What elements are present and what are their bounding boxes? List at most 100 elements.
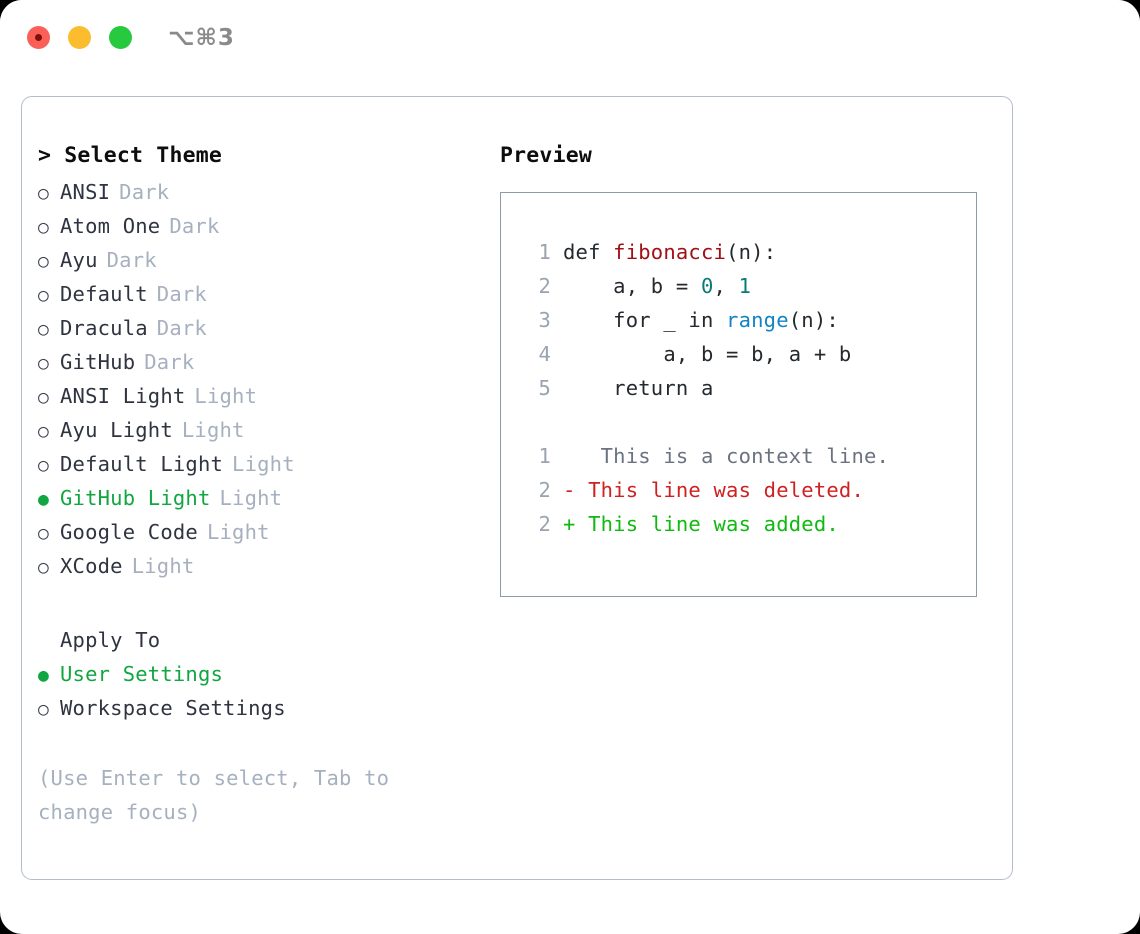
diff-sample: 1 This is a context line.2- This line wa… xyxy=(523,439,976,541)
code-token: a, b = xyxy=(563,274,701,298)
theme-option-9[interactable]: ● GitHub Light Light xyxy=(38,481,478,515)
theme-option-11[interactable]: ○ XCode Light xyxy=(38,549,478,583)
code-line: 5 return a xyxy=(523,371,976,405)
code-token: range xyxy=(726,308,789,332)
page-title: > Select Theme xyxy=(38,143,223,168)
code-token: 1 xyxy=(738,274,752,298)
option-label: User Settings xyxy=(60,662,224,686)
spacer xyxy=(38,583,478,623)
diff-marker: + xyxy=(563,512,576,536)
code-content: return a xyxy=(563,371,714,405)
code-content: a, b = b, a + b xyxy=(563,337,851,371)
apply-option-1[interactable]: ○ Workspace Settings xyxy=(38,691,478,725)
line-number: 1 xyxy=(538,240,551,264)
diff-marker: - xyxy=(563,478,576,502)
option-tag: Light xyxy=(194,384,258,408)
option-label: Ayu Light xyxy=(60,418,173,442)
radio-unselected-icon: ○ xyxy=(38,455,50,476)
theme-option-3[interactable]: ○ Default Dark xyxy=(38,277,478,311)
code-token: return a xyxy=(563,376,714,400)
option-tag: Dark xyxy=(156,316,207,340)
radio-unselected-icon: ○ xyxy=(38,699,50,720)
diff-text: This is a context line. xyxy=(575,444,890,468)
line-number: 2 xyxy=(538,478,551,502)
radio-selected-icon: ● xyxy=(38,489,50,510)
theme-option-8[interactable]: ○ Default Light Light xyxy=(38,447,478,481)
radio-unselected-icon: ○ xyxy=(38,183,50,204)
option-label: Default Light xyxy=(60,452,224,476)
apply-option-0[interactable]: ● User Settings xyxy=(38,657,478,691)
radio-unselected-icon: ○ xyxy=(38,285,50,306)
code-line: 2 a, b = 0, 1 xyxy=(523,269,976,303)
diff-line: 1 This is a context line. xyxy=(523,439,976,473)
option-tag: Dark xyxy=(119,180,170,204)
option-label: Default xyxy=(60,282,148,306)
option-tag: Dark xyxy=(144,350,195,374)
minimize-button-icon[interactable] xyxy=(68,26,91,49)
line-number: 3 xyxy=(538,308,551,332)
option-tag: Light xyxy=(206,520,270,544)
diff-marker xyxy=(563,439,576,473)
option-tag: Light xyxy=(232,452,295,476)
code-token: def xyxy=(563,240,614,264)
option-tag: Light xyxy=(131,554,195,578)
title-bar: ⌥⌘3 xyxy=(0,0,1140,78)
option-label: XCode xyxy=(60,554,123,578)
radio-unselected-icon: ○ xyxy=(38,523,50,544)
radio-unselected-icon: ○ xyxy=(38,557,50,578)
radio-unselected-icon: ○ xyxy=(38,251,50,272)
option-label: Workspace Settings xyxy=(60,696,286,720)
radio-unselected-icon: ○ xyxy=(38,319,50,340)
option-label: Google Code xyxy=(60,520,198,544)
option-label: GitHub xyxy=(60,350,136,374)
keyboard-hint: (Use Enter to select, Tab to change focu… xyxy=(38,766,402,824)
option-label: Dracula xyxy=(60,316,148,340)
diff-line: 2 + This line was added. xyxy=(523,507,976,541)
option-label: Atom One xyxy=(60,214,161,238)
spacer xyxy=(523,405,976,439)
line-number: 4 xyxy=(538,342,551,366)
code-token: fibonacci xyxy=(613,240,727,264)
option-label: Ayu xyxy=(60,248,98,272)
option-label: ANSI xyxy=(60,180,111,204)
line-number: 1 xyxy=(538,444,551,468)
radio-unselected-icon: ○ xyxy=(38,421,50,442)
theme-option-0[interactable]: ○ ANSI Dark xyxy=(38,175,478,209)
code-token: , xyxy=(713,274,739,298)
line-number: 2 xyxy=(538,512,551,536)
diff-line: 2- This line was deleted. xyxy=(523,473,976,507)
option-tag: Light xyxy=(219,486,283,510)
keyboard-shortcut-label: ⌥⌘3 xyxy=(168,25,235,51)
maximize-button-icon[interactable] xyxy=(109,26,132,49)
apply-to-list[interactable]: ● User Settings ○ Workspace Settings xyxy=(38,657,478,725)
radio-selected-icon: ● xyxy=(38,665,50,686)
option-tag: Dark xyxy=(156,282,207,306)
window-controls xyxy=(27,26,132,49)
code-content: def fibonacci(n): xyxy=(563,235,776,269)
apply-to-heading: Apply To xyxy=(60,628,161,652)
code-token: a, b = b, a + b xyxy=(563,342,852,366)
code-token: (n): xyxy=(726,240,777,264)
theme-option-4[interactable]: ○ Dracula Dark xyxy=(38,311,478,345)
diff-text: This line was deleted. xyxy=(575,478,865,502)
option-label: GitHub Light xyxy=(60,486,211,510)
code-content: a, b = 0, 1 xyxy=(563,269,751,303)
theme-option-10[interactable]: ○ Google Code Light xyxy=(38,515,478,549)
close-button-icon[interactable] xyxy=(27,26,50,49)
code-line: 3 for _ in range(n): xyxy=(523,303,976,337)
line-number: 5 xyxy=(538,376,551,400)
code-token: for _ in xyxy=(563,308,727,332)
diff-text: This line was added. xyxy=(575,512,839,536)
